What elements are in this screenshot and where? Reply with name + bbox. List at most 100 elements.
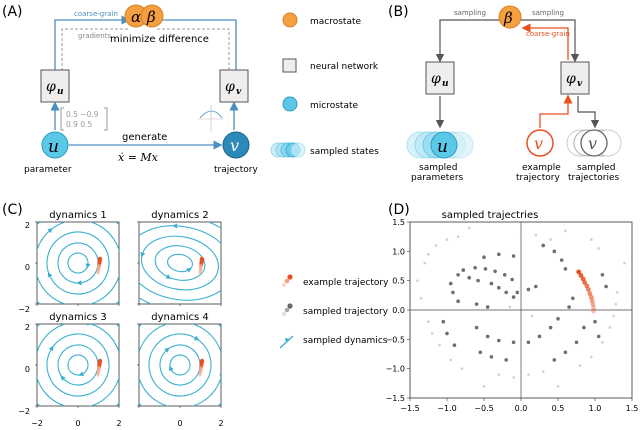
panel-label-b: (B) xyxy=(388,4,409,20)
matrix-bracket-left xyxy=(60,107,64,131)
sampled-parameters-label-2: parameters xyxy=(411,173,464,183)
streamline xyxy=(139,324,221,406)
microstate-legend-label: microstate xyxy=(310,101,358,111)
panel-c: dynamics 1 dynamics 2 dynamics 3 dynamic… xyxy=(18,210,389,428)
sampled-trajectory-point xyxy=(582,325,586,330)
gradients-label: gradients xyxy=(78,32,111,40)
v-symbol-example: v xyxy=(534,134,543,153)
streamline xyxy=(46,231,110,295)
coarse-grain-label-b: coarse-grain xyxy=(526,30,570,38)
alpha-symbol: α xyxy=(131,8,141,26)
streamline-arrow xyxy=(172,223,178,229)
generate-label: generate xyxy=(122,132,167,143)
dynamics-1-frame xyxy=(36,221,120,305)
sampled-trajectory-point xyxy=(615,291,619,294)
example-trajectory-point xyxy=(582,280,588,285)
dynamics-2-streamlines xyxy=(139,222,221,304)
coarse-grain-arrow-b xyxy=(521,23,569,60)
phi-v-symbol: φ xyxy=(225,79,235,95)
sampled-trajectory-point xyxy=(534,233,538,237)
streamline-arrow xyxy=(47,271,53,278)
phi-u-symbol-b: φ xyxy=(431,71,441,87)
x-tick-label: −1.0 xyxy=(437,404,456,413)
sampled-trajectory-point xyxy=(515,290,520,295)
sampled-trajectory-point xyxy=(482,255,486,259)
c-ytick-bottom-neg2: −2 xyxy=(18,407,30,416)
x-tick-label: −1.5 xyxy=(400,404,419,413)
streamline-arrow xyxy=(169,365,174,372)
u-microstate xyxy=(41,131,69,159)
macrostate-legend-label: macrostate xyxy=(310,17,362,27)
example-trajectory-point xyxy=(585,287,591,292)
example-trajectory-point xyxy=(576,269,582,275)
streamline xyxy=(169,354,191,376)
dynamics-4-title: dynamics 4 xyxy=(151,312,209,323)
c-xtick-left-0: 0 xyxy=(75,419,80,428)
streamline-arrow xyxy=(78,371,85,376)
streamline xyxy=(159,344,201,386)
dynamics-3-streamlines xyxy=(37,324,119,406)
streamline-arrow xyxy=(47,227,53,234)
streamline-arrow xyxy=(86,324,93,326)
phi-v-subscript-b: v xyxy=(577,79,583,89)
gradients-arrow-right xyxy=(157,28,230,70)
sampled-trajectory-point xyxy=(474,325,479,330)
sampled-trajectory-point xyxy=(527,373,530,376)
dynamics-4-streamlines xyxy=(139,324,221,406)
streamline-arrow xyxy=(193,335,200,341)
sampled-trajectory-point xyxy=(456,273,460,277)
beta-macrostate xyxy=(140,4,164,28)
c-ytick-top-2: 2 xyxy=(25,221,30,230)
x-tick-label: −0.5 xyxy=(474,404,493,413)
sampled-trajectory-point xyxy=(510,277,514,282)
x-tick-label: 1.5 xyxy=(626,404,639,413)
sampled-trajectory-point xyxy=(563,267,568,271)
sampled-dynamics-legend-label: sampled dynamics xyxy=(303,336,388,346)
y-tick-label: −1.0 xyxy=(386,365,405,374)
sampled-trajectory-point xyxy=(556,384,560,388)
y-tick-label: 1.5 xyxy=(392,218,405,227)
c-xtick-left-2: 2 xyxy=(116,419,121,428)
coarse-grain-label: coarse-grain xyxy=(74,10,118,18)
v-microstate xyxy=(222,131,250,159)
dynamics-4-frame xyxy=(138,323,222,407)
sampled-trajectory-point xyxy=(427,320,430,324)
sampled-trajectory-point xyxy=(563,350,568,355)
sampling-label-right: sampling xyxy=(532,9,564,17)
sampled-trajectory-point xyxy=(512,376,515,379)
sampled-trajectory-point xyxy=(452,343,457,348)
dynamics-2-title: dynamics 2 xyxy=(151,210,209,221)
sampled-trajectory-point xyxy=(474,302,479,306)
sampled-trajectory-point xyxy=(567,305,571,309)
c-ytick-top-0: 0 xyxy=(25,263,30,272)
panel-d: sampled trajectries −1.51.5−1.01.0−0.50.… xyxy=(386,210,639,413)
sampled-trajectory-point xyxy=(504,290,509,295)
c-xtick-left-neg2: −2 xyxy=(31,419,43,428)
sampled-trajectory-point xyxy=(604,284,608,289)
phi-v-network-b xyxy=(560,61,590,95)
sampled-trajectory-point xyxy=(467,226,471,230)
dynamics-1-streamlines xyxy=(37,222,119,304)
panel-label-a: (A) xyxy=(2,4,23,20)
sampled-parameters-label-1: sampled xyxy=(419,163,457,173)
streamline-arrow xyxy=(48,345,54,352)
sampled-trajectory-point xyxy=(608,326,612,329)
sampled-trajectory-point xyxy=(489,355,494,359)
panel-b: sampling sampling coarse-grain β φ u φ v… xyxy=(406,5,622,183)
y-tick-label: −1.5 xyxy=(386,394,405,403)
streamline xyxy=(46,333,110,397)
sampled-trajectory-point xyxy=(456,235,460,238)
sampled-trajectory-point xyxy=(511,295,516,299)
phi-u-subscript: u xyxy=(57,87,64,97)
sampled-trajectory-point xyxy=(441,319,446,324)
sampled-trajectory-point xyxy=(497,285,501,290)
sampled-trajectory-point xyxy=(493,269,497,274)
c-ytick-top-neg2: −2 xyxy=(18,305,30,314)
sampled-trajectory-point xyxy=(478,350,483,355)
sampled-trajectory-point xyxy=(590,238,593,241)
gradients-arrow xyxy=(58,28,128,80)
sampled-states-legend-label: sampled states xyxy=(310,147,379,157)
x-tick-label: 0.5 xyxy=(552,404,565,413)
sampled-trajectories-label-1: sampled xyxy=(577,163,615,173)
streamline-arrow xyxy=(85,263,91,269)
